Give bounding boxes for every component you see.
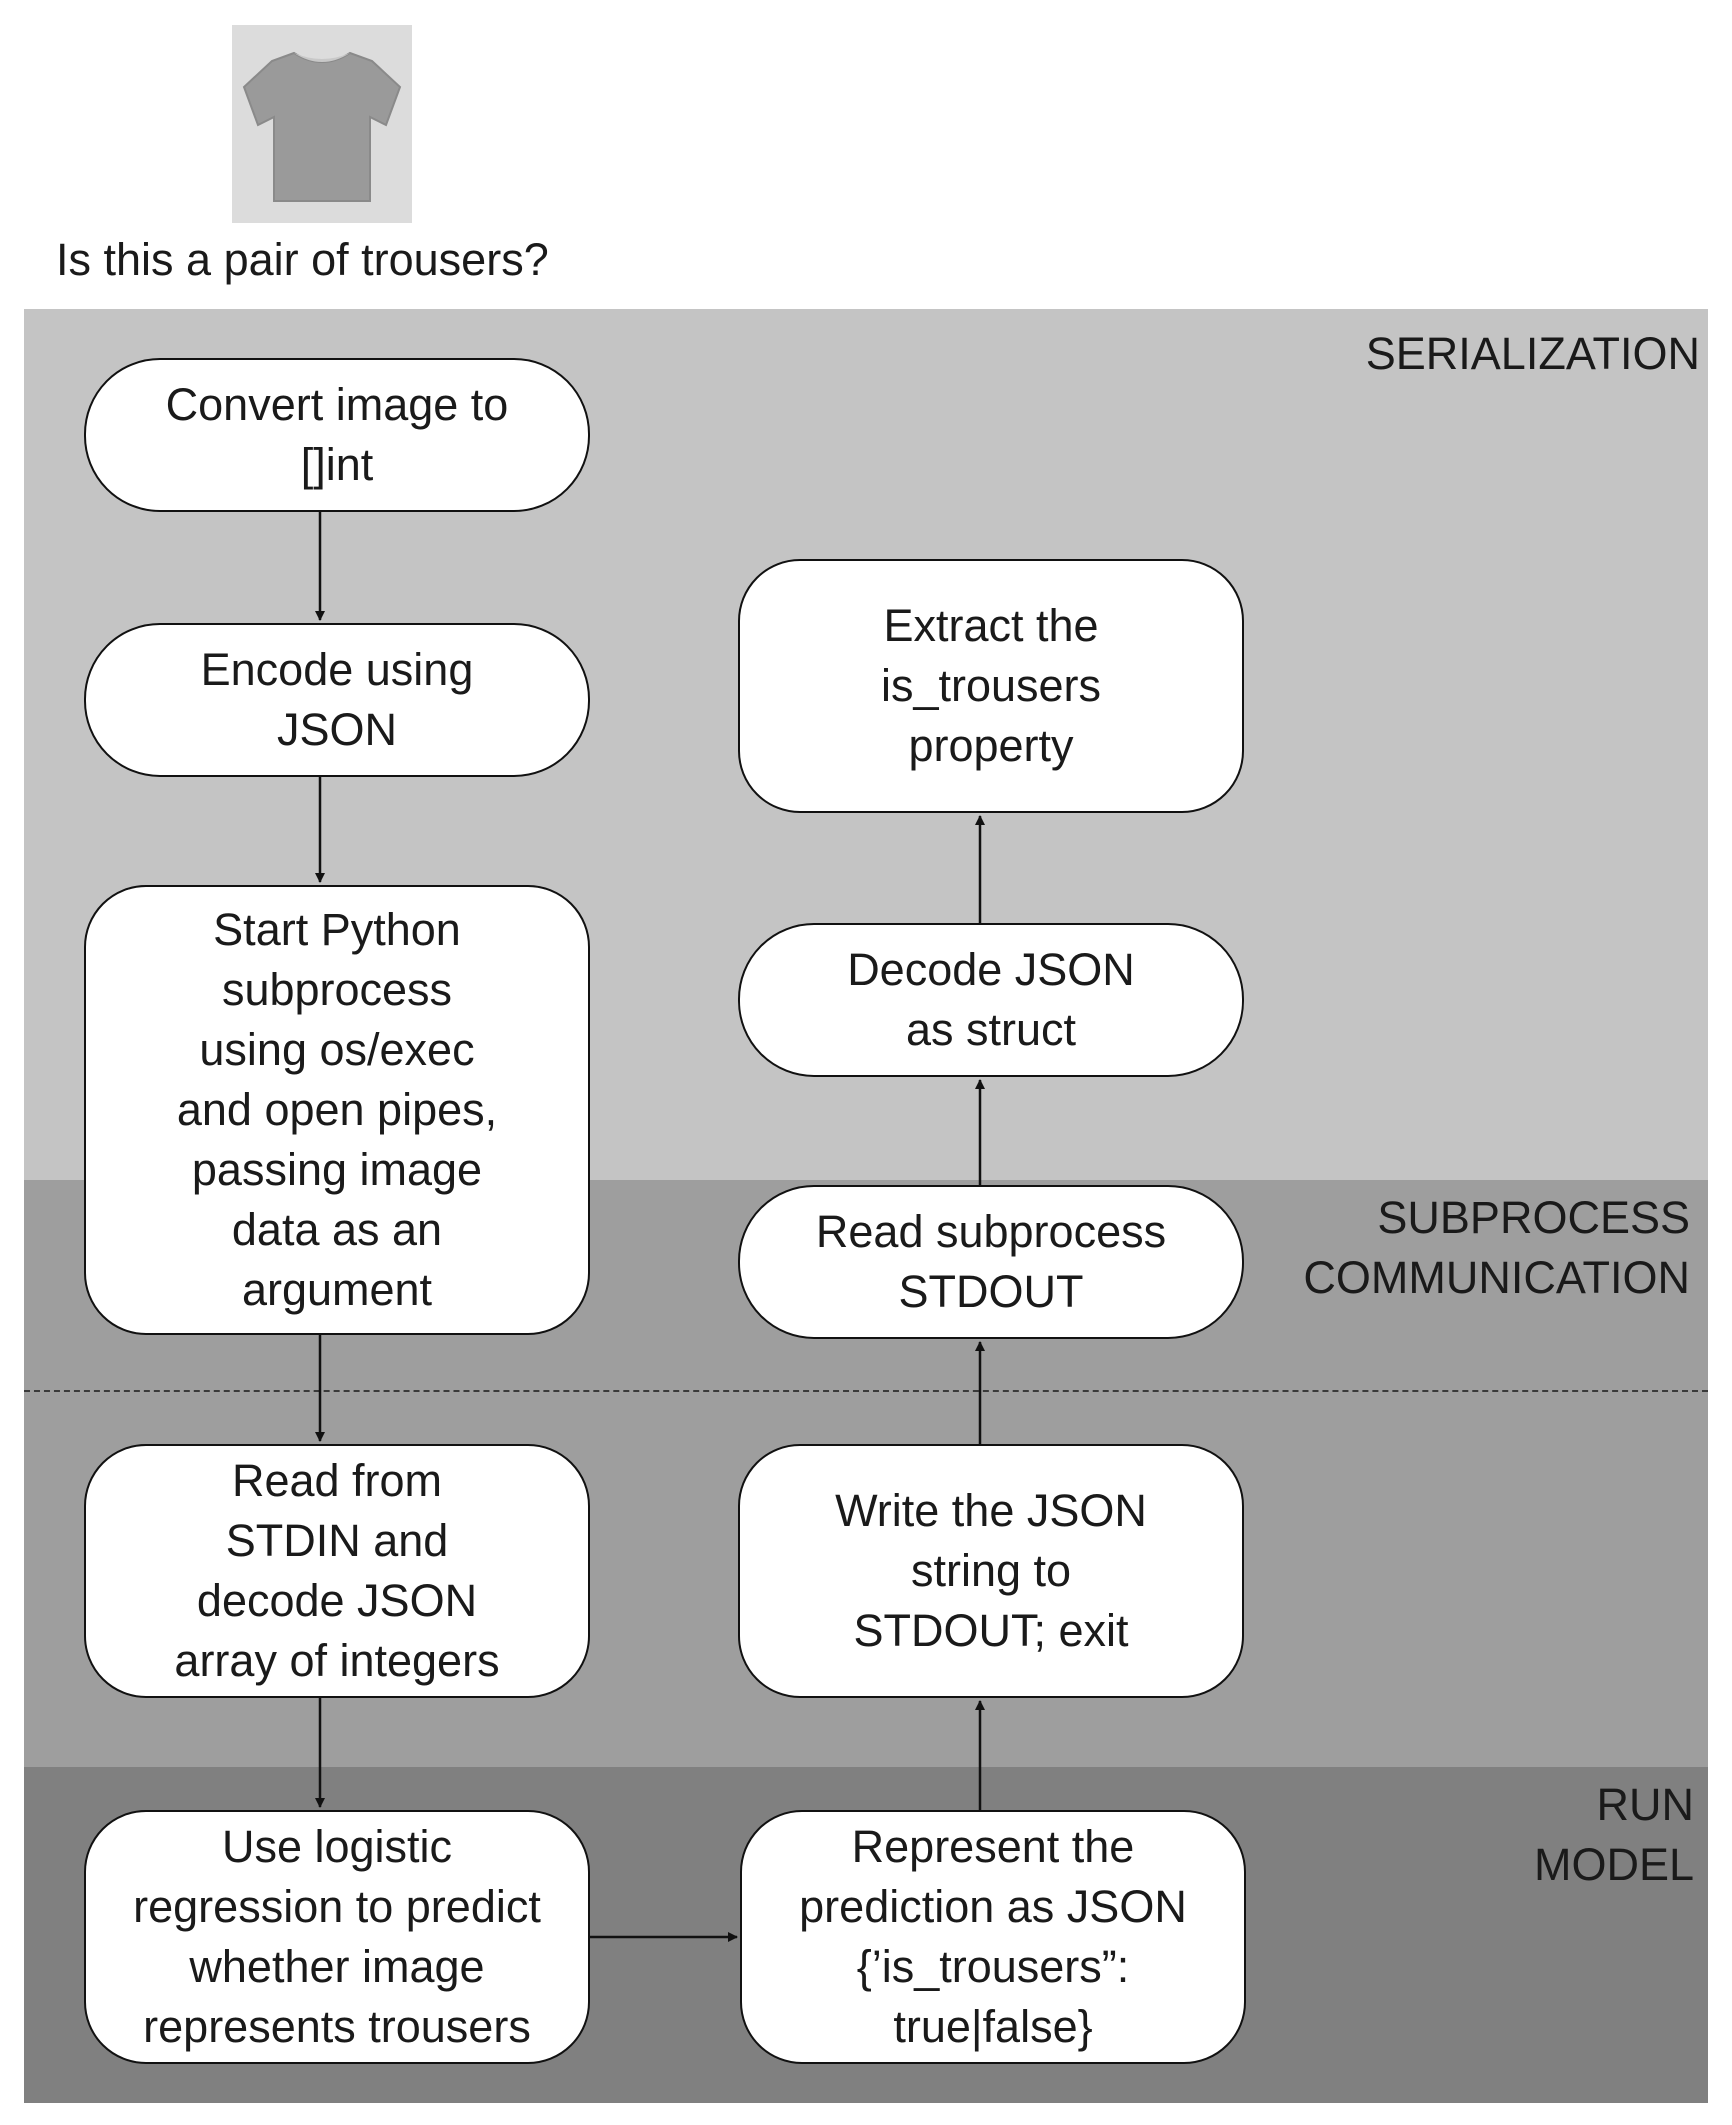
tshirt-image xyxy=(232,25,412,223)
serialization-label: SERIALIZATION xyxy=(1365,328,1700,379)
step-start-python-subprocess: Start Python subprocess using os/exec an… xyxy=(84,885,590,1335)
step-decode-json-struct: Decode JSON as struct xyxy=(738,923,1244,1077)
process-boundary-divider xyxy=(24,1390,1708,1392)
subprocess-communication-label: SUBPROCESS COMMUNICATION xyxy=(1303,1192,1690,1303)
step-encode-json: Encode using JSON xyxy=(84,623,590,777)
step-read-stdin: Read from STDIN and decode JSON array of… xyxy=(84,1444,590,1698)
step-read-stdout: Read subprocess STDOUT xyxy=(738,1185,1244,1339)
tshirt-icon xyxy=(242,51,402,202)
step-convert-image: Convert image to []int xyxy=(84,358,590,512)
run-model-label: RUN MODEL xyxy=(1533,1779,1694,1890)
question-text: Is this a pair of trousers? xyxy=(56,234,549,285)
step-represent-prediction: Represent the prediction as JSON {’is_tr… xyxy=(740,1810,1246,2064)
step-extract-property: Extract the is_trousers property xyxy=(738,559,1244,813)
step-logistic-regression: Use logistic regression to predict wheth… xyxy=(84,1810,590,2064)
step-write-json-stdout: Write the JSON string to STDOUT; exit xyxy=(738,1444,1244,1698)
